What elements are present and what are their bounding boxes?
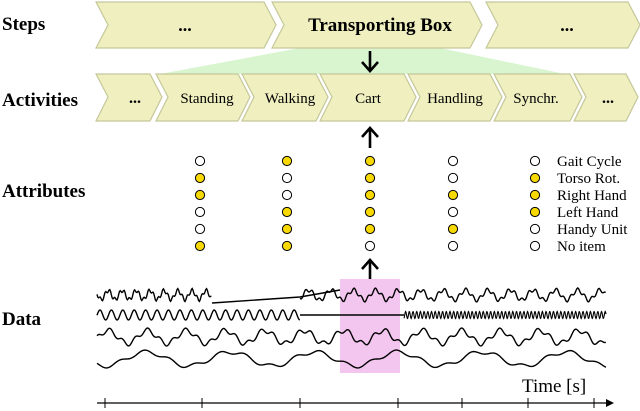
- step-zoom-highlight: [160, 48, 565, 74]
- activity-label-walking: Walking: [265, 91, 316, 107]
- attribute-dot-active: [281, 240, 293, 252]
- row-label-data: Data: [2, 309, 42, 330]
- attribute-dot-active: [364, 172, 376, 184]
- arrow-up-icon: [361, 258, 379, 279]
- activity-label-standing: Standing: [180, 91, 234, 107]
- signal-trace: [299, 287, 607, 303]
- attribute-legend-label: No item: [557, 239, 606, 255]
- attribute-dot-active: [529, 172, 541, 184]
- arrow-down-icon: [361, 51, 379, 73]
- attribute-dot-inactive: [194, 155, 206, 167]
- row-label-steps: Steps: [2, 14, 45, 35]
- row-label-attributes: Attributes: [2, 181, 85, 202]
- activity-chevron-handling: [407, 73, 503, 122]
- attribute-dot-inactive: [529, 240, 541, 252]
- step-label: ...: [178, 15, 192, 35]
- attribute-dot-active: [194, 189, 206, 201]
- signal-trace: [96, 349, 607, 369]
- activity-chevron-cart: [319, 73, 417, 122]
- signal-trace: [96, 327, 607, 347]
- signal-trace: [403, 310, 607, 320]
- attribute-dot-inactive: [194, 223, 206, 235]
- attribute-legend-label: Left Hand: [557, 205, 619, 221]
- step-chevron: [95, 1, 277, 49]
- attribute-matrix: [194, 155, 541, 252]
- attribute-dot-inactive: [364, 240, 376, 252]
- activity-chevron-walking: [241, 73, 329, 122]
- attribute-dot-active: [447, 223, 459, 235]
- attribute-dot-active: [281, 223, 293, 235]
- activity-label-handling: Handling: [427, 91, 483, 107]
- activity-chevron-standing: [155, 73, 251, 122]
- signal-trace: [96, 309, 301, 321]
- step-label: ...: [560, 15, 574, 35]
- attribute-dot-active: [529, 206, 541, 218]
- signal-trace: [96, 287, 212, 303]
- activity-chevron: [573, 73, 639, 122]
- signal-trace: [211, 289, 341, 304]
- activity-label-cart: Cart: [355, 91, 382, 107]
- activity-chevron-synchr: [493, 73, 583, 122]
- attribute-legend-label: Gait Cycle: [557, 154, 622, 170]
- attribute-dot-active: [447, 189, 459, 201]
- steps-row: ... Transporting Box ...: [95, 1, 640, 49]
- attribute-dot-inactive: [281, 172, 293, 184]
- attribute-dot-active: [364, 223, 376, 235]
- attribute-dot-active: [529, 189, 541, 201]
- attribute-dot-inactive: [447, 240, 459, 252]
- attribute-dot-active: [194, 172, 206, 184]
- attribute-dot-active: [281, 206, 293, 218]
- attribute-legend-label: Handy Unit: [557, 222, 628, 238]
- step-chevron: [485, 1, 640, 49]
- attribute-dot-active: [281, 155, 293, 167]
- attribute-dot-active: [364, 189, 376, 201]
- axis-arrow-icon: [606, 399, 614, 407]
- row-label-activities: Activities: [2, 90, 78, 111]
- attribute-dot-active: [364, 155, 376, 167]
- attribute-dot-active: [364, 206, 376, 218]
- attribute-dot-inactive: [529, 155, 541, 167]
- attribute-legend-label: Right Hand: [557, 188, 627, 204]
- step-chevron-transporting-box: [271, 1, 483, 49]
- activity-label: ...: [602, 90, 614, 107]
- time-axis: [97, 398, 614, 408]
- attribute-dot-inactive: [529, 223, 541, 235]
- sensor-signals: [96, 287, 607, 369]
- attribute-dot-inactive: [447, 172, 459, 184]
- attribute-dot-inactive: [281, 189, 293, 201]
- activity-label-synchr: Synchr.: [513, 91, 558, 107]
- activity-chevron: [95, 73, 163, 122]
- attribute-dot-inactive: [447, 206, 459, 218]
- attribute-dot-active: [194, 240, 206, 252]
- activities-row: ... Standing Walking Cart Handling Synch…: [95, 73, 639, 122]
- arrow-up-icon: [361, 126, 379, 148]
- step-label-transporting-box: Transporting Box: [308, 15, 452, 36]
- attribute-dot-inactive: [194, 206, 206, 218]
- attribute-dot-inactive: [447, 155, 459, 167]
- attribute-legend-label: Torso Rot.: [557, 171, 620, 187]
- time-axis-label: Time [s]: [522, 376, 586, 397]
- activity-label: ...: [129, 90, 141, 107]
